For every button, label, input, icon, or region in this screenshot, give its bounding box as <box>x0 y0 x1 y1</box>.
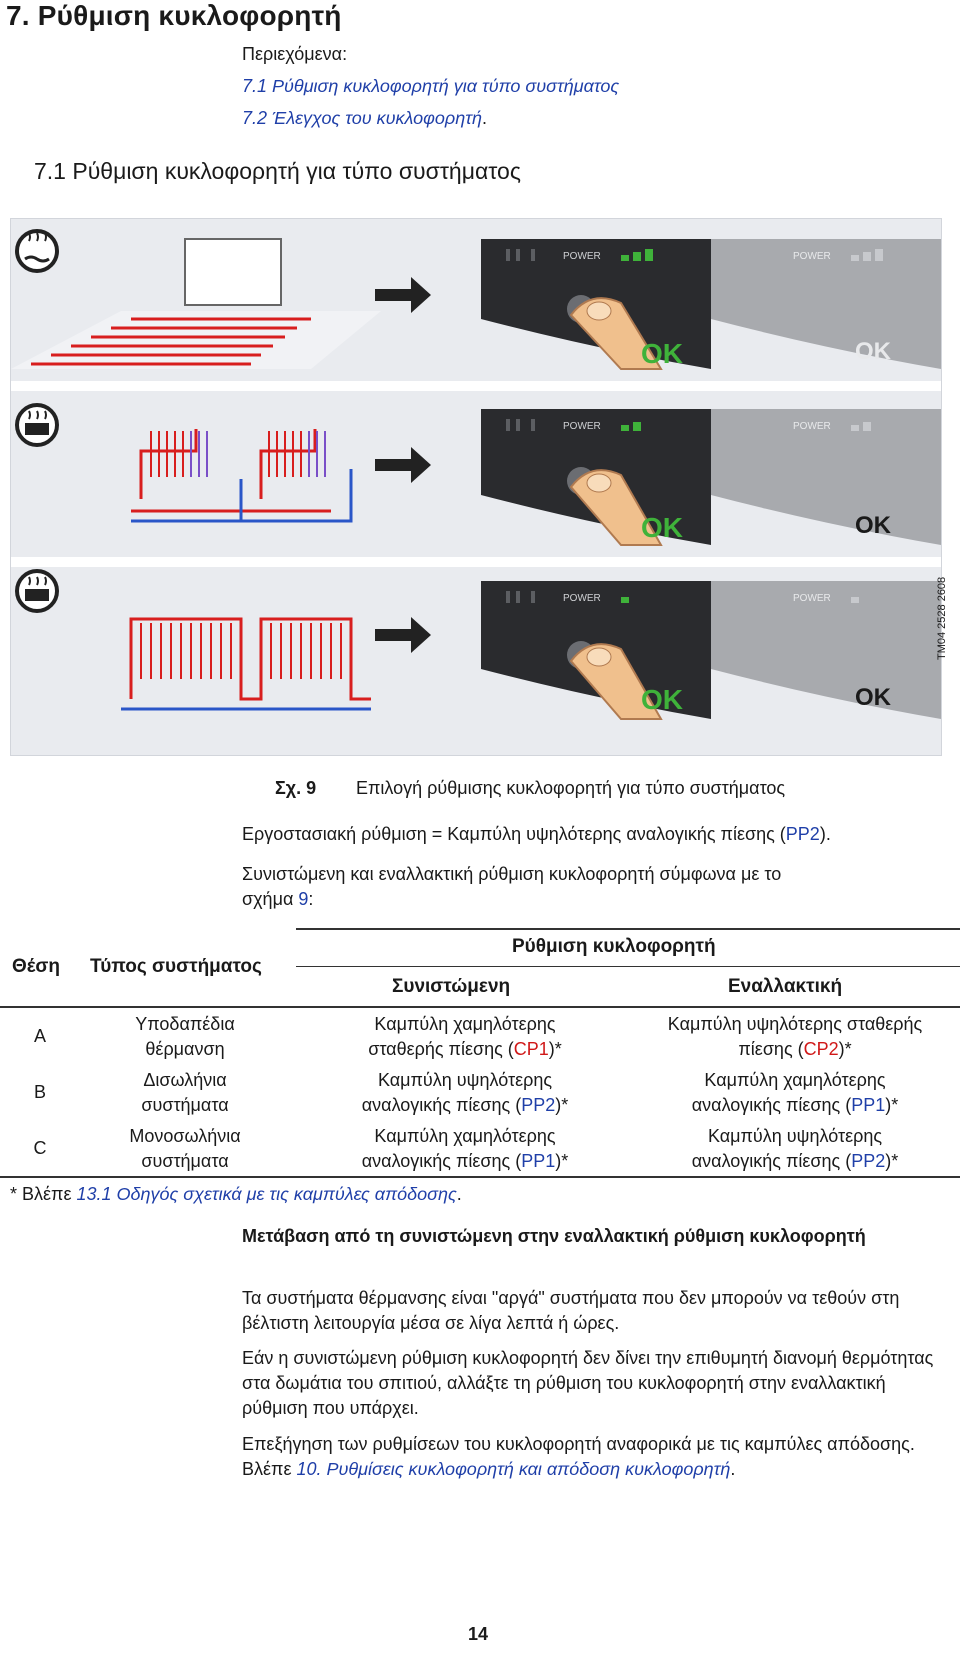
finger-press-icon <box>567 641 663 720</box>
table-cell-alternative: Καμπύλη υψηλότερης αναλογικής πίεσης (PP… <box>691 1126 899 1171</box>
finger-press-icon <box>567 295 663 370</box>
page-heading: 7. Ρύθμιση κυκλοφορητή <box>6 0 342 31</box>
power-label: POWER <box>563 421 601 432</box>
table-rule <box>0 1176 960 1178</box>
table-header-alternative: Εναλλακτική <box>728 976 843 997</box>
control-panel-light <box>711 239 941 369</box>
table-cell-recommended: Καμπύλη χαμηλότερης αναλογικής πίεσης (P… <box>361 1126 569 1171</box>
toc-link-7-2[interactable]: 7.2 Έλεγχος του κυκλοφορητή. <box>242 108 487 128</box>
arrow-right-icon <box>375 617 431 653</box>
footnote-link[interactable]: 13.1 Οδηγός σχετικά με τις καμπύλες απόδ… <box>76 1184 457 1204</box>
subheading: Μετάβαση από τη συνιστώμενη στην εναλλακ… <box>242 1226 866 1246</box>
table-cell-alternative: Καμπύλη υψηλότερης σταθερής πίεσης (CP2)… <box>667 1014 923 1059</box>
page-number: 14 <box>468 1624 489 1644</box>
table-cell-recommended: Καμπύλη χαμηλότερης σταθερής πίεσης (CP1… <box>368 1014 562 1059</box>
underfloor-heating-icon <box>15 229 59 273</box>
table-footnote: * Βλέπε 13.1 Οδηγός σχετικά με τις καμπύ… <box>10 1184 462 1204</box>
ok-label: OK <box>641 684 683 715</box>
paragraph-slow-systems: Τα συστήματα θέρμανσης είναι "αργά" συστ… <box>242 1288 900 1333</box>
table-cell-position: C <box>33 1138 47 1158</box>
arrow-right-icon <box>375 277 431 313</box>
control-panels: POWER POWER POWER POWER POWER POWER OK O… <box>481 239 941 720</box>
radiator-icon <box>15 403 59 447</box>
table-group-header: Ρύθμιση κυκλοφορητή <box>512 936 716 957</box>
table-header-recommended: Συνιστώμενη <box>392 976 511 997</box>
table-cell-position: B <box>33 1082 46 1102</box>
code-pp2: PP2 <box>785 824 820 844</box>
recommended-setting-paragraph: Συνιστώμενη και εναλλακτική ρύθμιση κυκλ… <box>242 864 782 909</box>
ok-label: OK <box>641 512 683 543</box>
table-header-position: Θέση <box>12 956 60 977</box>
power-label: POWER <box>793 421 831 432</box>
ok-label: OK <box>855 684 892 711</box>
section-heading: 7.1 Ρύθμιση κυκλοφορητή για τύπο συστήμα… <box>34 158 521 184</box>
finger-press-icon <box>567 467 663 546</box>
paragraph-see-settings: Επεξήγηση των ρυθμίσεων του κυκλοφορητή … <box>242 1434 915 1479</box>
row-divider <box>11 381 941 391</box>
ok-label: OK <box>641 338 683 369</box>
figure-system-settings: POWER POWER POWER POWER POWER POWER OK O… <box>10 218 942 756</box>
radiator-icon <box>15 569 59 613</box>
row-divider <box>11 557 941 567</box>
ok-label: OK <box>855 512 892 539</box>
table-rule <box>0 1006 960 1008</box>
control-panel-light <box>711 581 941 719</box>
toc-link-7-1[interactable]: 7.1 Ρύθμιση κυκλοφορητή για τύπο συστήμα… <box>242 76 620 96</box>
window <box>184 238 282 306</box>
power-label: POWER <box>793 251 831 262</box>
paragraph-change-setting: Εάν η συνιστώμενη ρύθμιση κυκλοφορητή δε… <box>242 1348 934 1418</box>
row-b-illustration <box>15 403 431 523</box>
figure-caption-number: Σχ. 9 <box>275 778 317 798</box>
power-label: POWER <box>563 251 601 262</box>
factory-setting-paragraph: Εργοστασιακή ρύθμιση = Καμπύλη υψηλότερη… <box>242 824 831 844</box>
figure-illustration: POWER POWER POWER POWER POWER POWER OK O… <box>11 229 941 720</box>
figure-link[interactable]: 9 <box>298 889 309 909</box>
row-c-illustration <box>15 569 431 711</box>
figure-code: TM04 2528 2608 <box>936 576 948 660</box>
table-cell-recommended: Καμπύλη υψηλότερης αναλογικής πίεσης (PP… <box>361 1070 569 1115</box>
power-label: POWER <box>793 593 831 604</box>
arrow-right-icon <box>375 447 431 483</box>
figure-caption-text: Επιλογή ρύθμισης κυκλοφορητή για τύπο συ… <box>356 778 786 798</box>
table-rule <box>296 966 960 967</box>
power-label: POWER <box>563 593 601 604</box>
table-cell-alternative: Καμπύλη χαμηλότερης αναλογικής πίεσης (P… <box>691 1070 899 1115</box>
settings-link[interactable]: 10. Ρυθμίσεις κυκλοφορητή και απόδοση κυ… <box>296 1459 731 1479</box>
contents-label: Περιεχόμενα: <box>242 44 348 64</box>
table-cell-position: A <box>33 1026 46 1046</box>
ok-label: OK <box>855 338 892 365</box>
table-header-system: Τύπος συστήματος <box>90 956 262 977</box>
row-a-illustration <box>11 229 431 369</box>
control-panel-light <box>711 409 941 545</box>
table-rule <box>296 928 960 930</box>
